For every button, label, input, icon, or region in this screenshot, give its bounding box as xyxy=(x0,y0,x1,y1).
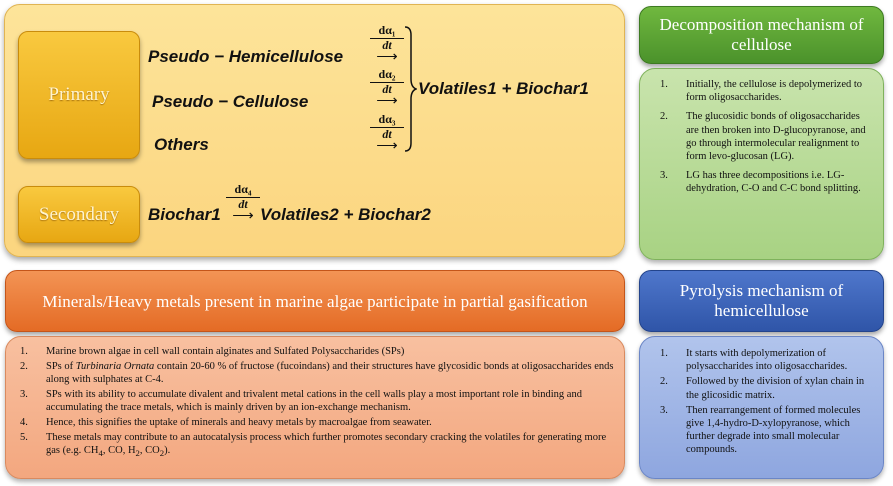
secondary-products: Volatiles2 + Biochar2 xyxy=(260,205,431,224)
secondary-reactant: Biochar1 xyxy=(148,205,221,224)
species-name: Turbinaria Ornata xyxy=(75,361,155,372)
minerals-header: Minerals/Heavy metals present in marine … xyxy=(5,270,625,332)
list-item: LG has three decompositions i.e. LG-dehy… xyxy=(660,169,861,195)
cellulose-body: Initially, the cellulose is depolymerize… xyxy=(639,68,884,260)
reactant-cellulose: Pseudo − Cellulose xyxy=(152,92,309,111)
brace-icon xyxy=(404,26,417,152)
list-item: Hence, this signifies the uptake of mine… xyxy=(20,416,432,429)
hemicellulose-header: Pyrolysis mechanism of hemicellulose xyxy=(639,270,884,332)
list-item: These metals may contribute to an autoca… xyxy=(20,431,607,459)
list-item: Then rearrangement of formed molecules g… xyxy=(660,404,861,456)
reactant-hemicellulose: Pseudo − Hemicellulose xyxy=(148,47,344,66)
primary-label: Primary xyxy=(18,31,140,159)
list-item: It starts with depolymerization of polys… xyxy=(660,347,848,373)
list-item: SPs with its ability to accumulate dival… xyxy=(20,388,582,413)
primary-products: Volatiles1 + Biochar1 xyxy=(418,79,589,98)
secondary-label: Secondary xyxy=(18,186,140,243)
reaction-scheme-panel: Primary Secondary Pseudo − Hemicellulose… xyxy=(4,4,625,257)
minerals-body: Marine brown algae in cell wall contain … xyxy=(5,336,625,479)
list-item: SPs of Turbinaria Ornata contain 20-60 %… xyxy=(20,360,614,385)
minerals-list: Marine brown algae in cell wall contain … xyxy=(20,345,614,462)
hemicellulose-body: It starts with depolymerization of polys… xyxy=(639,336,884,479)
list-item: The glucosidic bonds of oligosaccharides… xyxy=(660,110,866,163)
cellulose-header: Decomposition mechanism of cellulose xyxy=(639,6,884,64)
list-item: Initially, the cellulose is depolymerize… xyxy=(660,78,863,104)
hemicellulose-list: It starts with depolymerization of polys… xyxy=(660,347,874,459)
reactant-others: Others xyxy=(154,135,209,154)
list-item: Followed by the division of xylan chain … xyxy=(660,375,865,401)
cellulose-list: Initially, the cellulose is depolymerize… xyxy=(660,78,874,202)
list-item: Marine brown algae in cell wall contain … xyxy=(20,345,405,358)
